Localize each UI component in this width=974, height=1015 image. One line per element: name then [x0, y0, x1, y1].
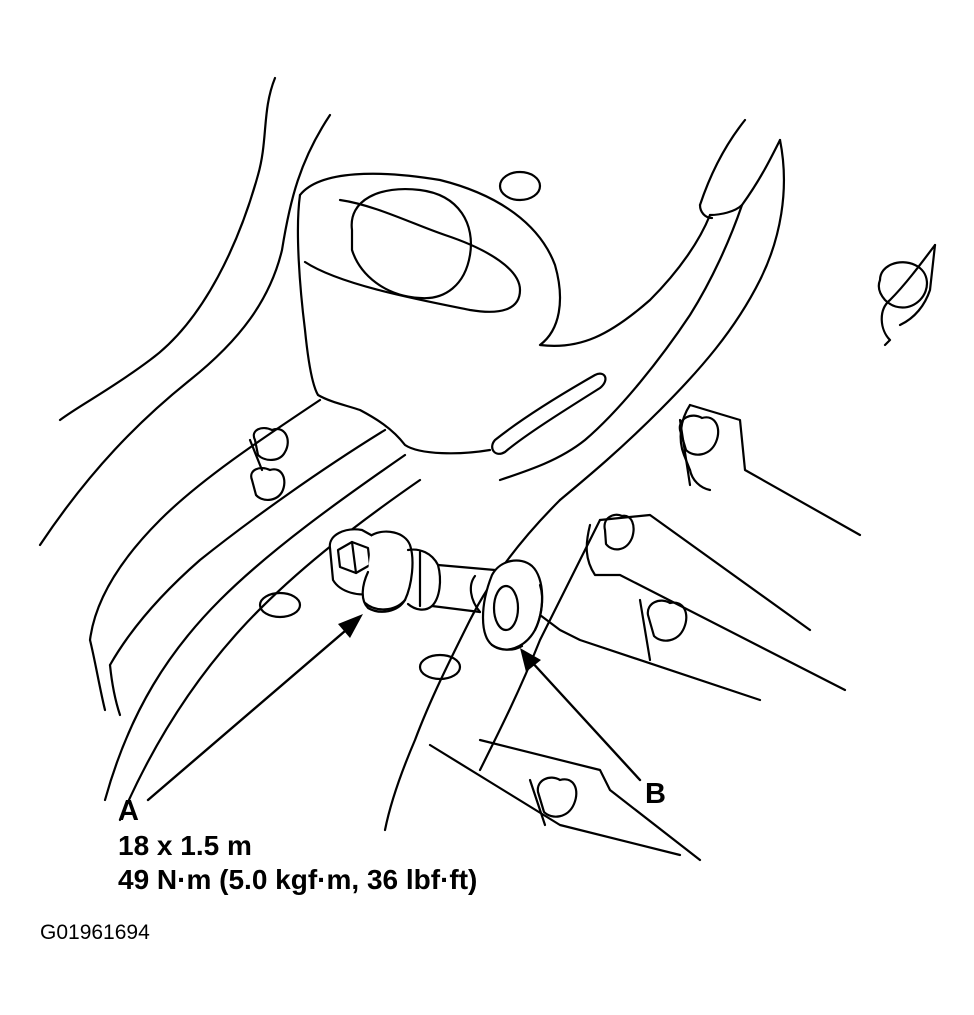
bolt-size-spec: 18 x 1.5 m: [118, 830, 252, 861]
arrow-a-icon: [338, 614, 363, 638]
callout-leaders: [146, 614, 642, 802]
bolt: [328, 528, 497, 614]
bolt-torque-spec: 49 N·m (5.0 kgf·m, 36 lbf·ft): [118, 864, 478, 895]
frame-outline: [38, 76, 937, 862]
washer: [482, 559, 544, 651]
arrow-b-icon: [520, 648, 541, 672]
callout-a-label: A: [118, 795, 139, 827]
callout-b-label: B: [645, 778, 666, 810]
figure-id: G01961694: [40, 921, 150, 944]
frame-holes: [248, 414, 720, 827]
